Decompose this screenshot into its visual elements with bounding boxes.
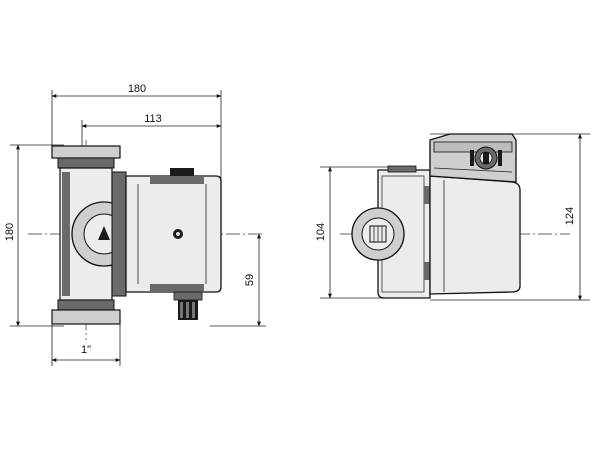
dimension-overall-length: 180 [51,83,222,182]
side-housing [351,165,431,299]
side-view: 104 124 [315,133,590,301]
side-height-label: 104 [315,223,327,241]
height-label: 180 [4,223,16,241]
motor-length-label: 113 [144,113,162,125]
overall-length-label: 180 [128,83,146,95]
dimension-height: 180 [4,144,64,327]
total-height-label: 124 [564,207,576,225]
dimension-axis-to-bottom: 59 [210,233,266,327]
dimension-connection: 1" [51,318,121,366]
pump-housing [51,145,137,325]
dimension-motor-length: 113 [81,113,222,150]
flow-arrow-icon [98,226,110,240]
connection-label: 1" [81,344,91,356]
motor-body [111,168,222,320]
dimension-side-height: 104 [315,166,392,299]
front-view: 180 113 180 59 1" [4,83,266,366]
axis-to-bottom-label: 59 [244,274,256,286]
side-motor [424,175,521,295]
terminal-box [429,133,517,183]
